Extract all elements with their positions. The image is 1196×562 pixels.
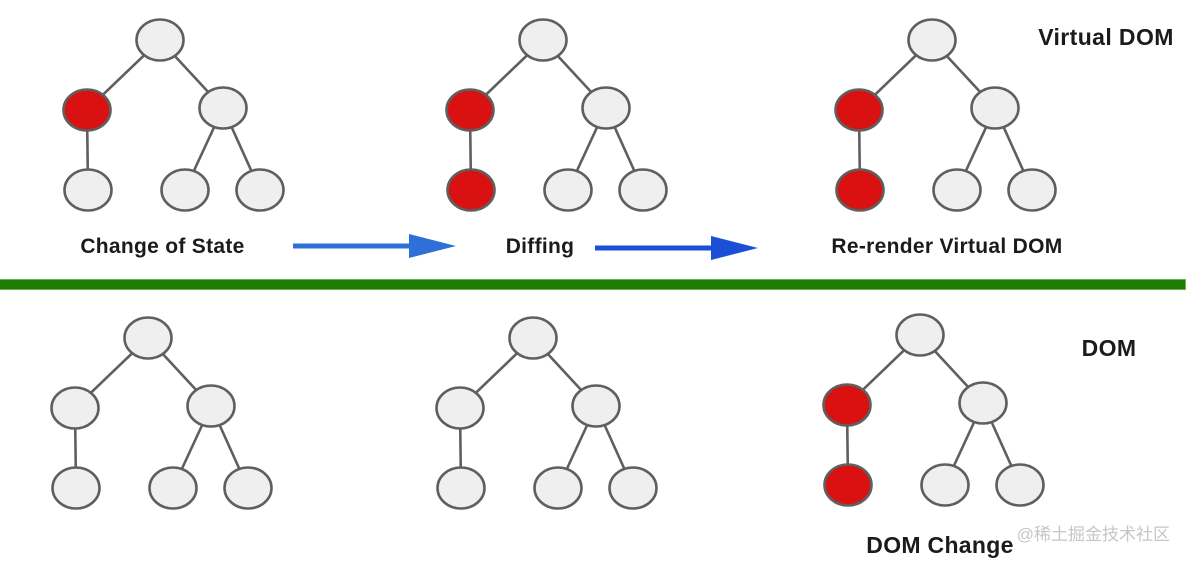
tree-node-left	[822, 383, 872, 427]
watermark: @稀土掘金技术社区	[1016, 525, 1170, 544]
tree-node-left	[834, 88, 884, 132]
label-dom-change: DOM Change	[866, 532, 1014, 558]
tree-node-right	[581, 86, 631, 130]
label-change-of-state: Change of State	[80, 235, 245, 258]
tree-change-of-state	[55, 12, 295, 212]
tree-node-left_leaf	[436, 466, 486, 510]
tree-node-left	[435, 386, 485, 430]
tree-dom-change	[815, 307, 1055, 507]
tree-node-right	[571, 384, 621, 428]
tree-node-right_leaf	[1007, 168, 1057, 212]
tree-dom-before-1	[43, 310, 283, 510]
tree-node-root	[895, 313, 945, 357]
label-re-render-virtual-dom: Re-render Virtual DOM	[831, 235, 1063, 258]
tree-node-root	[123, 316, 173, 360]
tree-node-root	[508, 316, 558, 360]
section-divider	[0, 279, 1186, 290]
tree-node-left_leaf	[835, 168, 885, 212]
tree-node-root	[518, 18, 568, 62]
tree-node-left_leaf	[63, 168, 113, 212]
tree-dom-before-2	[428, 310, 668, 510]
tree-node-right_leaf	[608, 466, 658, 510]
tree-node-right_leaf	[235, 168, 285, 212]
tree-node-left_leaf	[823, 463, 873, 507]
tree-node-left	[445, 88, 495, 132]
tree-node-right	[198, 86, 248, 130]
tree-node-mid_leaf	[932, 168, 982, 212]
tree-node-right_leaf	[618, 168, 668, 212]
tree-node-right	[186, 384, 236, 428]
dom-title: DOM	[1081, 335, 1137, 361]
label-diffing: Diffing	[505, 235, 575, 258]
tree-diffing	[438, 12, 678, 212]
tree-node-mid_leaf	[160, 168, 210, 212]
tree-node-left	[62, 88, 112, 132]
tree-node-mid_leaf	[148, 466, 198, 510]
tree-re-render-virtual-dom	[827, 12, 1067, 212]
tree-node-mid_leaf	[920, 463, 970, 507]
tree-node-left	[50, 386, 100, 430]
tree-node-right	[958, 381, 1008, 425]
tree-node-right_leaf	[995, 463, 1045, 507]
virtual-dom-title: Virtual DOM	[1038, 24, 1174, 50]
tree-node-left_leaf	[446, 168, 496, 212]
tree-node-mid_leaf	[533, 466, 583, 510]
right-arrow-icon	[293, 233, 458, 259]
tree-node-right	[970, 86, 1020, 130]
tree-node-root	[907, 18, 957, 62]
tree-node-root	[135, 18, 185, 62]
right-arrow-icon	[595, 235, 760, 261]
tree-node-left_leaf	[51, 466, 101, 510]
tree-node-mid_leaf	[543, 168, 593, 212]
tree-node-right_leaf	[223, 466, 273, 510]
